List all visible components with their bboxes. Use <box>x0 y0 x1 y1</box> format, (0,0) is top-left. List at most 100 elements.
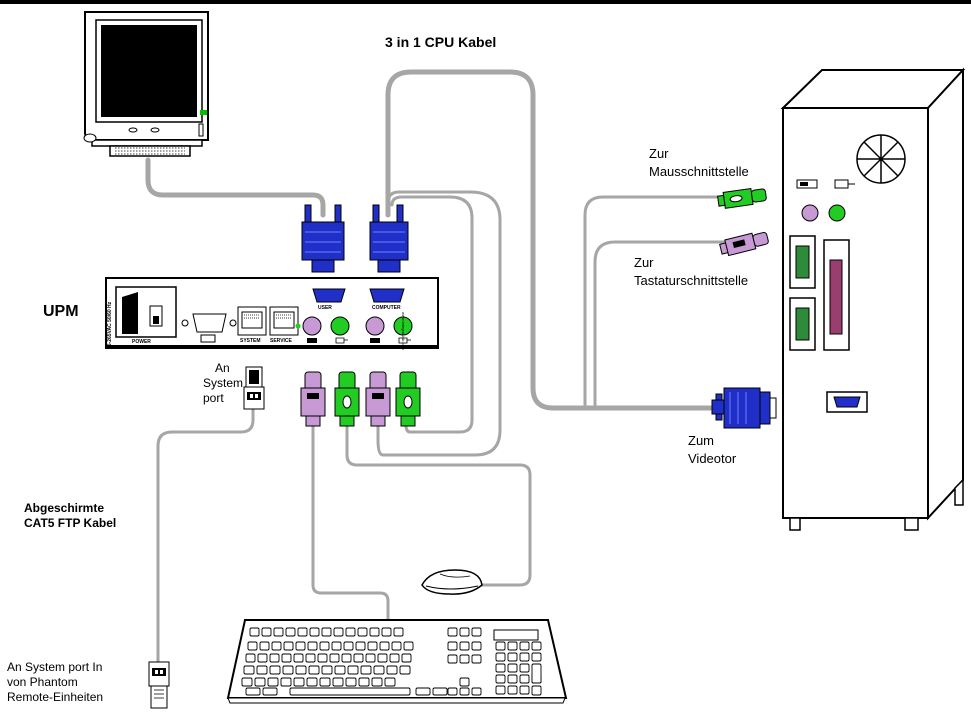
keyboard-key <box>295 641 306 651</box>
keyboard-key <box>333 627 344 637</box>
svg-text:85-265VAC 50/60 Hz: 85-265VAC 50/60 Hz <box>107 301 113 349</box>
keyboard-key <box>353 653 364 663</box>
keyboard-key <box>531 685 542 696</box>
keyboard-key <box>531 641 542 651</box>
keyboard-key <box>357 627 368 637</box>
keyboard-key <box>319 641 330 651</box>
system-port-label: An System port <box>203 361 243 406</box>
keyboard-key <box>495 663 506 673</box>
panel-side-text: www.IntegraLink.com <box>401 312 406 351</box>
remote-label-line2: von Phantom <box>7 675 78 689</box>
keyboard-key <box>293 677 305 687</box>
keyboard-key <box>447 627 458 637</box>
video-port-label: Zum Videotor <box>688 432 736 468</box>
keyboard-key <box>459 654 470 664</box>
cables <box>145 69 730 664</box>
system-port-label-line3: port <box>203 391 224 405</box>
keyboard-key <box>307 641 318 651</box>
keyboard-key <box>241 677 253 687</box>
keyboard-key <box>289 687 411 696</box>
mouse-plug-computer <box>395 371 421 427</box>
keyboard-port-label-line1: Zur <box>634 255 654 270</box>
keyboard-key <box>373 665 385 675</box>
voltage-label: 85-265VAC 50/60 Hz <box>107 301 113 349</box>
keyboard-key <box>347 665 359 675</box>
kbd-plug-user <box>300 371 326 427</box>
keyboard-key <box>271 641 282 651</box>
keyboard <box>226 619 568 704</box>
keyboard-key <box>343 641 354 651</box>
keyboard-key <box>365 653 376 663</box>
remote-label: An System port In von Phantom Remote-Ein… <box>7 660 103 705</box>
remote-label-line3: Remote-Einheiten <box>7 690 104 704</box>
keyboard-key <box>341 653 352 663</box>
keyboard-key <box>329 653 340 663</box>
cat5-cable <box>156 408 255 664</box>
cat5-label-line2: CAT5 FTP Kabel <box>24 516 117 530</box>
mouse-plug-user <box>334 371 360 427</box>
keyboard-key <box>393 627 404 637</box>
keyboard-key <box>308 665 320 675</box>
mouse-port-cable <box>583 195 726 407</box>
keyboard-key <box>531 663 542 684</box>
keyboard-key <box>262 687 278 696</box>
keyboard-key <box>360 665 372 675</box>
keyboard-key <box>519 641 530 651</box>
keyboard-key <box>471 641 482 651</box>
keyboard-key <box>459 677 470 687</box>
keyboard-key <box>305 653 316 663</box>
keyboard-cable <box>311 423 390 624</box>
keyboard-key <box>495 674 506 684</box>
keyboard-key <box>459 687 470 696</box>
keyboard-key <box>415 687 431 696</box>
keyboard-key <box>384 677 396 687</box>
keyboard-key <box>507 674 518 684</box>
keyboard-key <box>317 653 328 663</box>
video-port-label-line1: Zum <box>688 433 714 448</box>
keyboard-port-label: Zur Tastaturschnittstelle <box>634 254 748 290</box>
keyboard-key <box>403 641 414 651</box>
keyboard-key <box>471 654 482 664</box>
keyboard-key <box>281 653 292 663</box>
keyboard-key <box>321 627 332 637</box>
mouse <box>421 569 483 595</box>
keyboard-key <box>243 665 255 675</box>
upm-unit: 85-265VAC 50/60 Hz <box>105 277 439 349</box>
keyboard-key <box>369 627 380 637</box>
keyboard-key <box>321 665 333 675</box>
keyboard-key <box>389 653 400 663</box>
keyboard-key <box>256 665 268 675</box>
keyboard-key <box>391 641 402 651</box>
keyboard-key <box>386 665 398 675</box>
panel-computer-label: COMPUTER <box>372 305 401 311</box>
keyboard-key <box>399 665 411 675</box>
keyboard-key <box>377 653 388 663</box>
keyboard-key <box>367 641 378 651</box>
keyboard-key <box>245 687 261 696</box>
keyboard-key <box>267 677 279 687</box>
ps2-plugs <box>300 371 421 427</box>
vga-plug-user <box>301 204 345 273</box>
upm-label: UPM <box>43 303 79 320</box>
keyboard-key <box>459 627 470 637</box>
cpu-video-cable <box>385 69 716 411</box>
keyboard-key <box>245 653 256 663</box>
pc-tower <box>780 67 966 531</box>
panel-service-label: SERVICE <box>270 338 292 344</box>
keyboard-key <box>285 627 296 637</box>
cat5-label-line1: Abgeschirmte <box>24 501 105 515</box>
top-border <box>0 0 971 4</box>
keyboard-key <box>447 641 458 651</box>
keyboard-port-label-line2: Tastaturschnittstelle <box>634 273 749 288</box>
breakout-mouse-1 <box>390 195 474 434</box>
keyboard-key <box>331 641 342 651</box>
panel-system-label: SYSTEM <box>240 338 261 344</box>
keyboard-key <box>519 652 530 662</box>
keyboard-key <box>379 641 390 651</box>
keyboard-key <box>247 641 258 651</box>
keyboard-key <box>459 641 470 651</box>
mouse-plug-tower <box>717 187 767 209</box>
keyboard-key <box>249 627 260 637</box>
keyboard-key <box>471 687 482 696</box>
